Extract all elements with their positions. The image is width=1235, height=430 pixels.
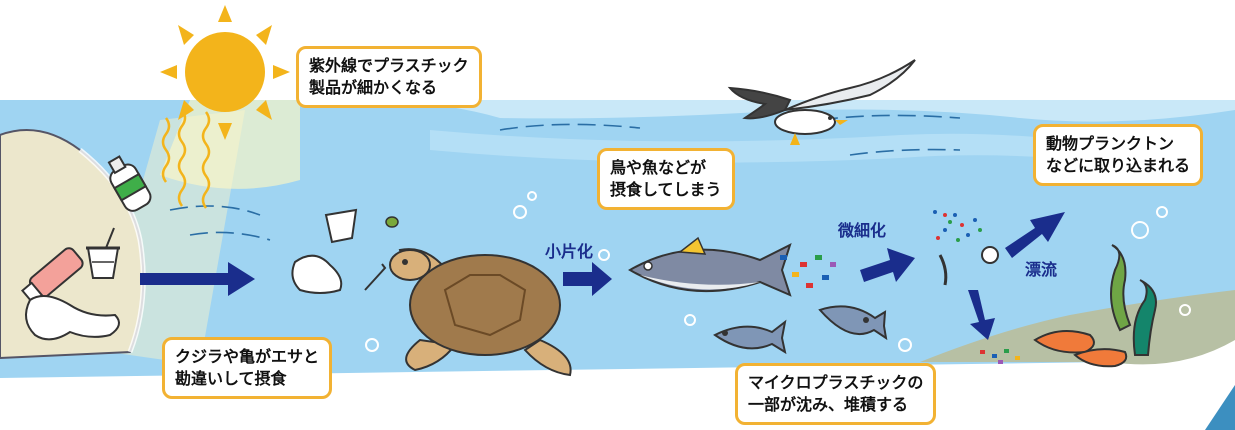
- shrimp-icon: [1033, 330, 1128, 368]
- bottle-icon: [107, 155, 152, 212]
- shore-line: [78, 148, 146, 353]
- callout-uv-degradation: 紫外線でプラスチック 製品が細かくなる: [296, 46, 482, 108]
- micro-fragments: [780, 255, 836, 288]
- seagull-icon: [727, 59, 916, 145]
- callout-line: 摂食してしまう: [610, 180, 722, 199]
- callout-line: クジラや亀がエサと: [175, 347, 320, 366]
- callout-bird-fish-eat: 鳥や魚などが 摂食してしまう: [597, 148, 735, 210]
- callout-whale-turtle-mistake: クジラや亀がエサと 勘違いして摂食: [162, 337, 333, 399]
- callout-line: マイクロプラスチックの: [748, 373, 924, 392]
- cup-icon: [86, 227, 120, 279]
- corner-wave-decoration: [1205, 385, 1235, 430]
- uv-rays: [161, 109, 211, 209]
- plankton-icon: [933, 210, 999, 286]
- callout-plankton-uptake: 動物プランクトン などに取り込まれる: [1033, 124, 1204, 186]
- callout-line: などに取り込まれる: [1046, 156, 1191, 175]
- callout-sink-sediment: マイクロプラスチックの 一部が沈み、堆積する: [735, 363, 937, 425]
- sunlight-zone: [160, 100, 300, 189]
- sea-background: [0, 100, 1235, 378]
- water-bubbles: [365, 191, 1191, 352]
- callout-line: 紫外線でプラスチック: [309, 56, 469, 75]
- plastic-bag-icon: [25, 295, 120, 341]
- seaweed-icon: [1110, 244, 1157, 356]
- tuna-icon: [628, 236, 792, 297]
- callout-line: 一部が沈み、堆積する: [748, 395, 909, 414]
- label-fragmentation: 小片化: [545, 242, 594, 261]
- sun-icon: [160, 5, 290, 140]
- callout-line: 動物プランクトン: [1046, 134, 1175, 153]
- callout-line: 鳥や魚などが: [610, 158, 707, 177]
- seabed-particles: [980, 349, 1020, 364]
- turtle-icon: [389, 248, 572, 377]
- callout-line: 製品が細かくなる: [309, 78, 438, 97]
- sea-light-band: [430, 130, 1200, 175]
- label-micronization: 微細化: [838, 221, 887, 240]
- process-arrows: [140, 212, 1065, 340]
- floating-debris: [291, 208, 399, 294]
- sardine-icon: [713, 305, 888, 355]
- callout-line: 勘違いして摂食: [175, 369, 287, 388]
- label-drift: 漂流: [1025, 260, 1058, 279]
